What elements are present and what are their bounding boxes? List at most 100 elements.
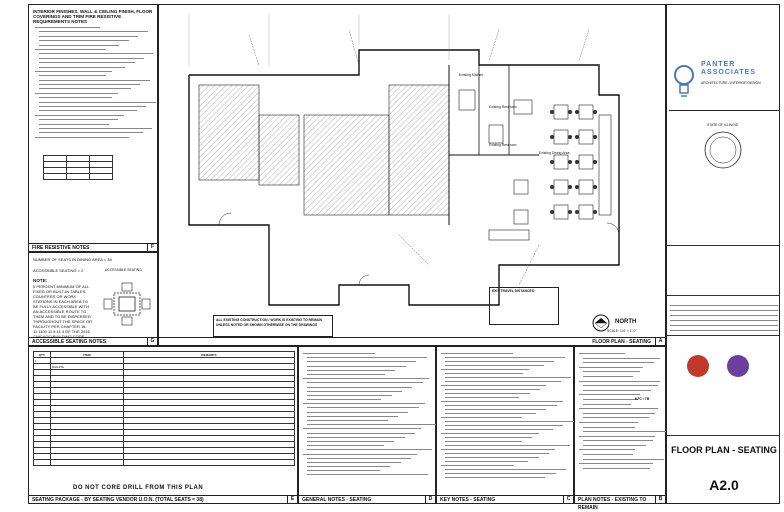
note-line [583, 467, 651, 469]
cell-empty [123, 459, 295, 466]
room-tag-restroom-1: Existing Restroom [489, 105, 517, 109]
note-line [445, 405, 557, 406]
seat-count-text: NUMBER OF SEATS IN DINING AREA = 38 [33, 257, 112, 262]
note-line [441, 433, 539, 434]
note-line [441, 465, 514, 466]
key-notes-title: KEY NOTES - SEATING C [437, 495, 573, 503]
accessible-table-diagram [103, 282, 151, 326]
note-line [39, 84, 141, 86]
note-line [441, 353, 513, 354]
note-line [307, 382, 423, 384]
note-line [307, 466, 391, 468]
note-line [39, 97, 113, 99]
note-line [307, 361, 417, 363]
note-line [579, 463, 653, 465]
stamp-label: STATE OF ILLINOIS [707, 123, 738, 127]
general-notes-title: GENERAL NOTES - SEATING D [299, 495, 435, 503]
note-line [307, 407, 419, 409]
note-line [307, 369, 396, 371]
note-line [445, 397, 520, 398]
note-line [579, 408, 658, 410]
note-line [445, 441, 522, 442]
note-line [441, 385, 547, 386]
note-head: NOTE: [33, 278, 48, 283]
note-line [583, 444, 646, 446]
accessible-seating-notes-panel: NUMBER OF SEATS IN DINING AREA = 38 ACCE… [28, 252, 158, 346]
note-line [35, 136, 130, 138]
note-line [39, 62, 135, 64]
title-block: PANTER ASSOCIATES ARCHITECTURE / INTERIO… [666, 4, 780, 504]
note-line [39, 35, 139, 37]
existing-construction-note: ALL EXISTING CONSTRUCTION / WORK IS EXIS… [213, 315, 333, 337]
table-row [33, 459, 295, 466]
note-line [583, 403, 631, 405]
note-line [445, 361, 555, 362]
note-line [307, 436, 405, 438]
firm-subtitle: ARCHITECTURE / INTERIOR DESIGN [701, 81, 761, 85]
kfc-logo-icon [687, 355, 709, 377]
sheet-title: FLOOR PLAN - SEATING [671, 445, 777, 455]
note-line [39, 75, 107, 77]
note-line [307, 449, 432, 451]
floor-plan-panel: Existing Kitchen Existing Restroom Exist… [158, 4, 666, 346]
note-line [307, 365, 406, 367]
note-line [445, 393, 530, 394]
note-line [583, 389, 652, 391]
note-line [583, 398, 638, 400]
note-line [583, 357, 661, 359]
note-line [307, 390, 402, 392]
note-line [445, 409, 547, 410]
firm-name: PANTER ASSOCIATES [701, 61, 756, 76]
note-line [445, 457, 539, 458]
room-tag-dining: Existing Dining Area [539, 151, 570, 155]
note-line [445, 469, 566, 470]
note-line [307, 394, 392, 396]
note-line [39, 53, 154, 55]
project-info [670, 301, 778, 331]
note-line [303, 403, 426, 405]
note-line [583, 431, 667, 433]
note-line [583, 375, 634, 377]
note-line [307, 461, 401, 463]
note-line [39, 127, 153, 129]
fire-resistive-notes-title: FIRE RESISTIVE NOTES F [29, 243, 157, 251]
note-line [39, 101, 156, 103]
note-line [445, 373, 523, 374]
key-notes-panel: KEY NOTES - SEATING C [436, 346, 574, 504]
note-line [445, 473, 556, 474]
note-line [445, 381, 561, 382]
note-line [445, 461, 529, 462]
note-line [307, 386, 413, 388]
classification-table [43, 155, 113, 180]
accessible-count-text: ACCESSIBLE SEATING = 2 [33, 268, 84, 273]
note-line [445, 445, 570, 446]
sheet-number: A2.0 [709, 477, 739, 493]
note-line [583, 362, 654, 364]
room-tag-kitchen: Existing Kitchen [459, 73, 484, 77]
note-line [307, 474, 428, 476]
note-line [39, 88, 132, 90]
note-line [445, 429, 553, 430]
note-line [579, 380, 661, 382]
note-line [307, 445, 384, 447]
plan-notes-text [579, 353, 667, 472]
accessible-seating-notes-title: ACCESSIBLE SEATING NOTES G [29, 337, 157, 345]
taco-bell-logo-icon [727, 355, 749, 377]
note-line [307, 373, 385, 375]
note-line [583, 417, 649, 419]
note-line [307, 440, 395, 442]
kfc-label: KFC / TB [635, 397, 650, 401]
note-line [39, 106, 147, 108]
note-line [39, 119, 119, 121]
note-line [445, 389, 540, 390]
note-line [39, 123, 109, 125]
core-drill-warning: DO NOT CORE DRILL FROM THIS PLAN [73, 485, 204, 491]
note-line [39, 31, 148, 33]
note-line [35, 27, 100, 28]
note-line [35, 48, 106, 50]
key-notes-text [441, 353, 574, 481]
note-line [303, 428, 422, 430]
notes-text-block [35, 27, 156, 141]
